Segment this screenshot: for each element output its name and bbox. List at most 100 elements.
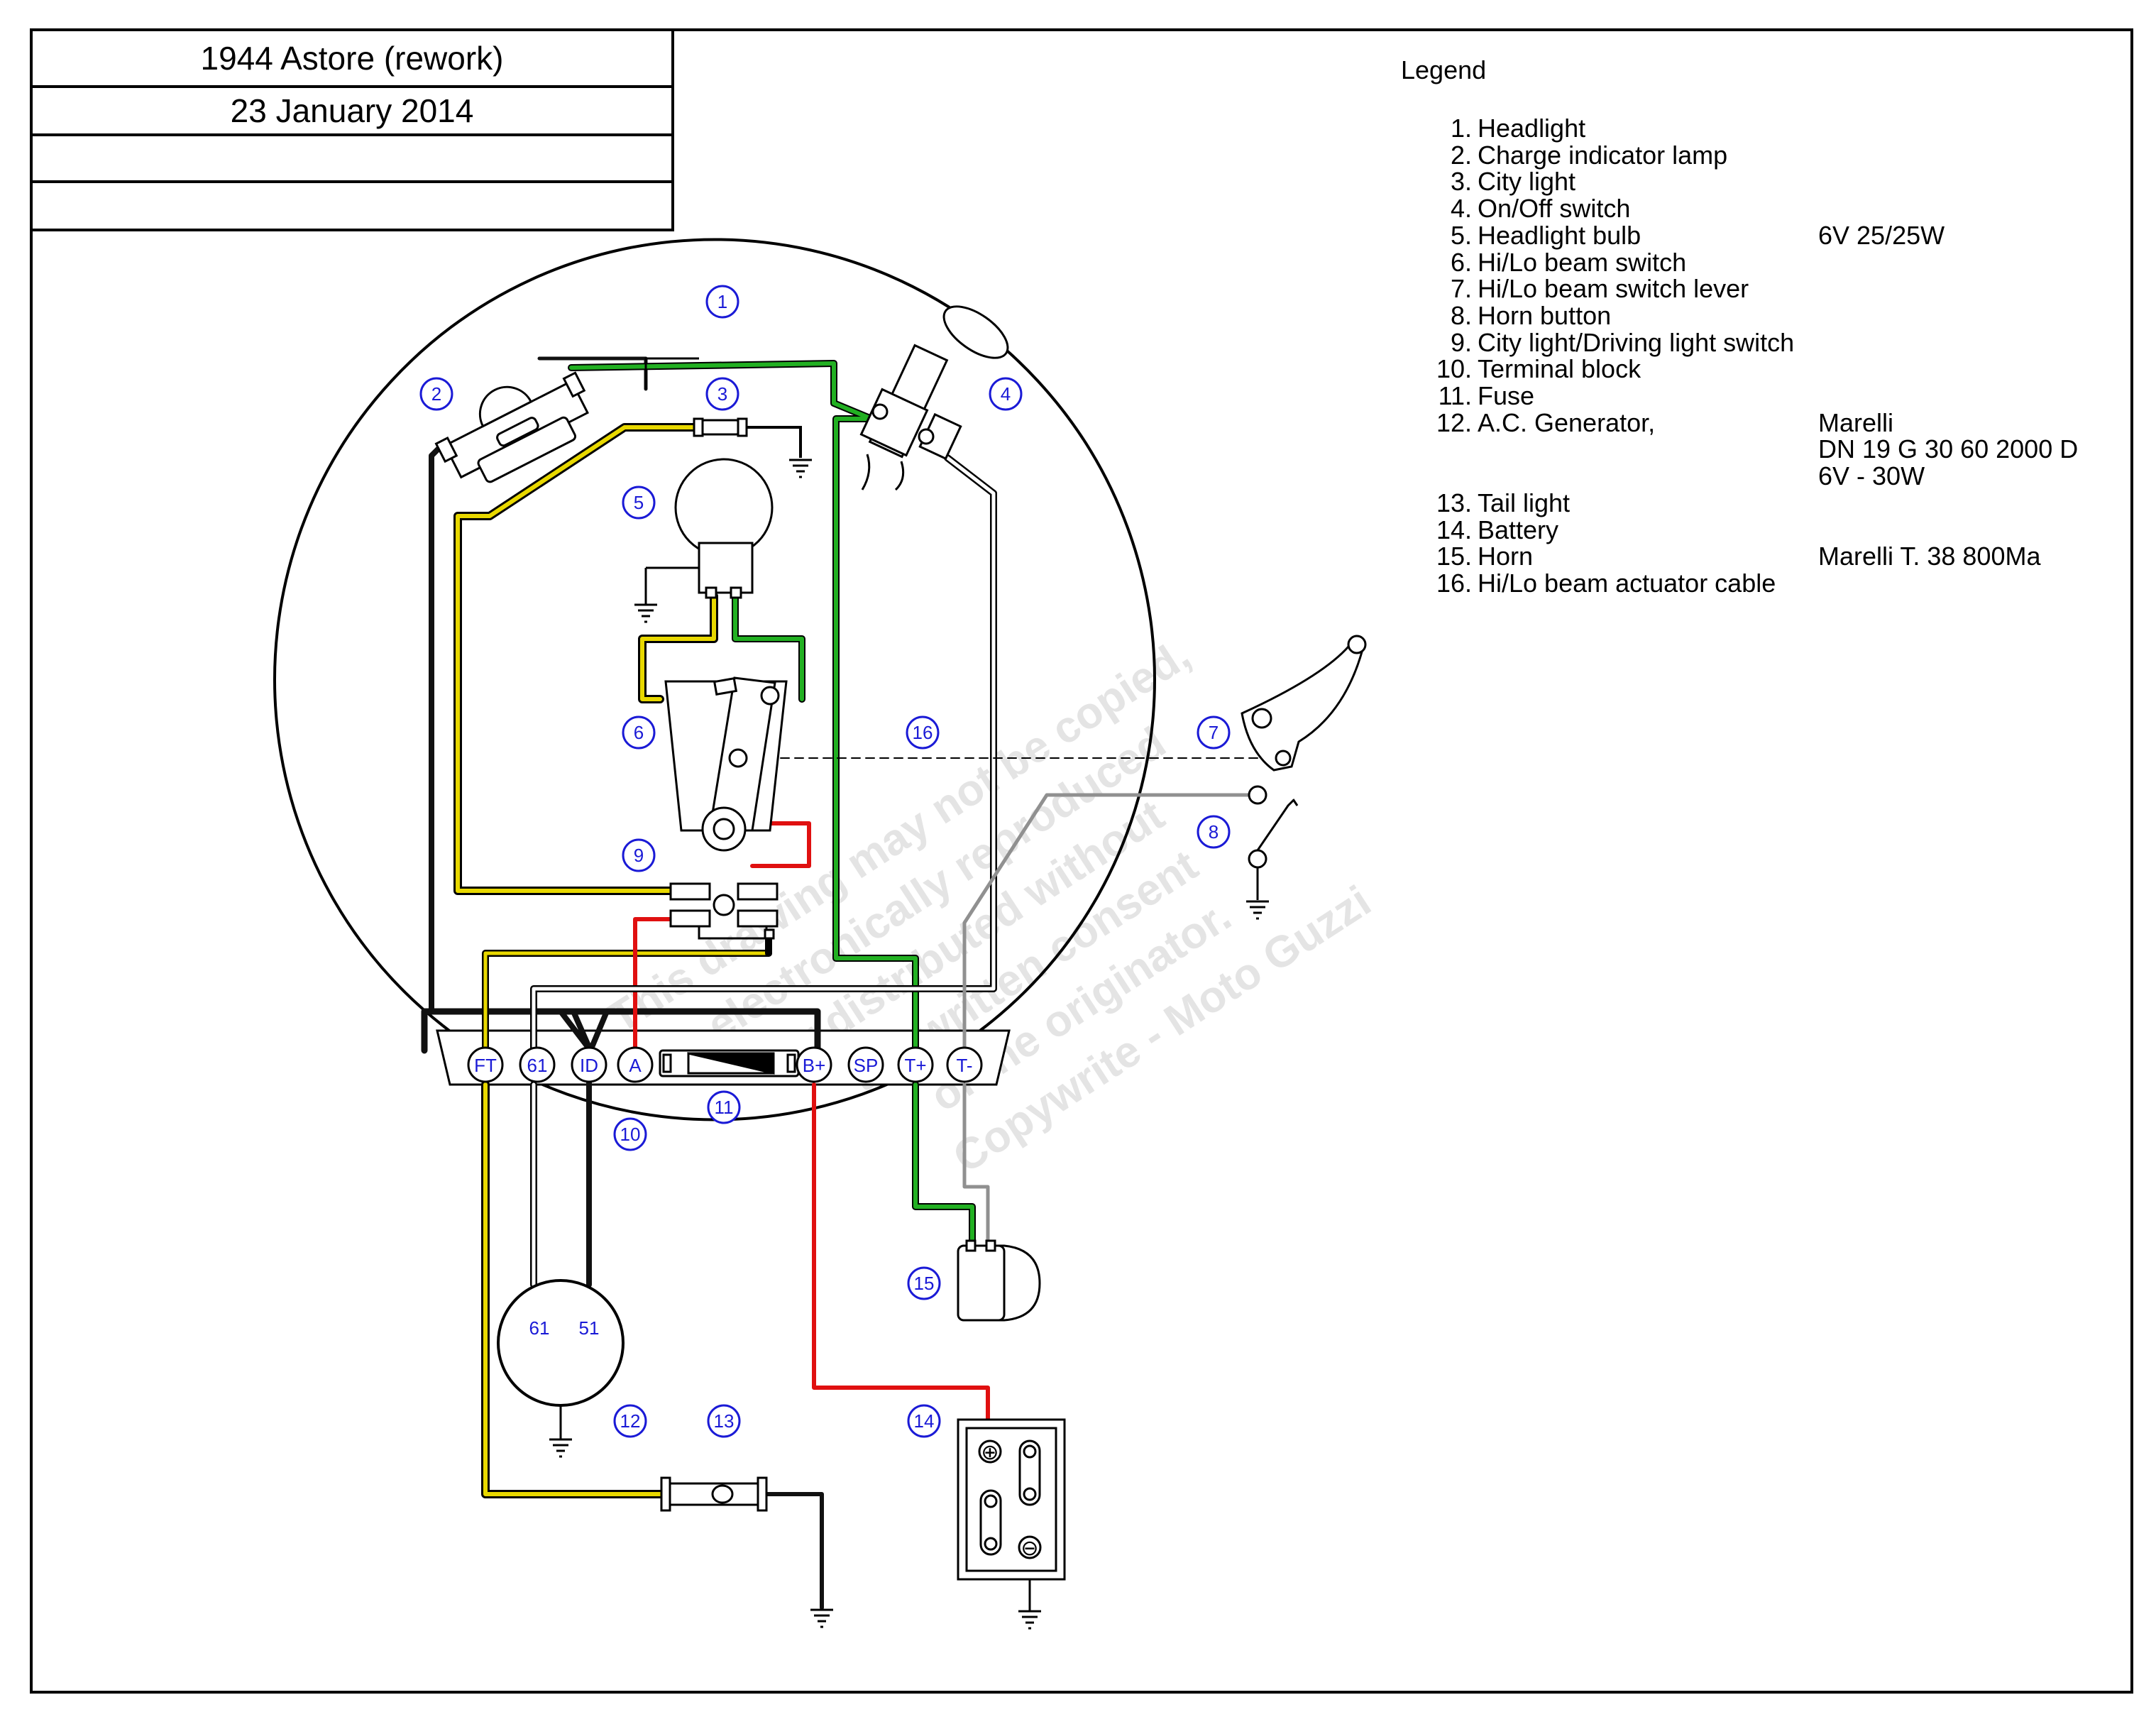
ac-generator: 61 51 [497,1279,625,1458]
terminal-tplus-label: T+ [904,1055,926,1076]
generator-terminal-51: 51 [579,1317,600,1339]
callout-14-label: 14 [914,1410,935,1432]
legend-item-label: Hi/Lo beam switch lever [1478,274,1749,304]
legend-item-label: Horn button [1478,300,1612,330]
hi-lo-beam-switch [664,676,788,852]
on-off-switch [859,305,1009,491]
callout-3 [705,377,739,411]
horn [957,1239,1041,1322]
legend-item-number: 4. [1450,194,1472,224]
terminals: FT 61 ID A B+ SP T+ T- [467,1046,983,1083]
legend-item-label: Battery [1478,515,1559,544]
legend-item-label: Tail light [1478,488,1571,517]
ground-symbol [634,566,699,623]
legend-item-label: City light/Driving light switch [1478,327,1795,357]
legend-item-spec: DN 19 G 30 60 2000 D [1818,434,2079,464]
legend-item-number: 8. [1450,300,1472,330]
terminal-tplus [897,1046,934,1083]
battery: ⊕ ⊖ [957,1418,1066,1630]
legend-title: Legend [1401,55,1487,84]
charge-indicator-lamp [434,371,589,483]
ground-symbol [549,1405,572,1458]
legend-item-label: Hi/Lo beam switch [1478,247,1687,277]
drawing-frame [30,28,2133,1694]
diagram-date: 23 January 2014 [230,92,474,129]
terminal-bplus [796,1046,832,1083]
legend-item-number: 1. [1450,114,1472,143]
terminal-sp-label: SP [854,1055,879,1076]
legend-item-label: Charge indicator lamp [1478,140,1728,170]
terminal-id [571,1046,607,1083]
callout-8-label: 8 [1209,821,1219,843]
legend-item-label: Horn [1478,542,1534,571]
callout-10 [613,1117,647,1151]
battery-plus: ⊕ [981,1441,999,1464]
terminal-tminus-label: T- [956,1055,972,1076]
legend-item-number: 6. [1450,247,1472,277]
legend-item-spec: 6V - 30W [1818,461,1925,491]
legend-item-label: Terminal block [1478,354,1641,384]
blank-row-3 [33,136,671,183]
wire-grey [530,454,1251,1288]
callout-7 [1197,715,1231,750]
callout-13 [707,1404,741,1438]
callout-1 [705,285,739,319]
legend-item-number: 16. [1436,568,1472,598]
wire-red [633,821,990,1436]
callout-9-label: 9 [634,845,644,866]
battery-minus: ⊖ [1021,1537,1038,1560]
hi-lo-beam-lever [1241,635,1367,772]
legend-item-number: 9. [1450,327,1472,357]
callout-12-label: 12 [620,1410,641,1432]
legend-item-label: City light [1478,167,1576,197]
callout-2 [419,377,453,411]
ground-symbol [1018,1579,1041,1630]
legend-item-label: Hi/Lo beam actuator cable [1478,568,1776,598]
callout-15-label: 15 [914,1273,935,1294]
callout-9 [622,838,656,872]
legend-item-number: 5. [1450,220,1472,250]
legend-item-label: Headlight [1478,114,1586,143]
legend-item-label: On/Off switch [1478,194,1631,224]
legend-item-number: 7. [1450,274,1472,304]
legend-item-spec: 6V 25/25W [1818,220,1945,250]
city-light [693,417,812,478]
horn-button [1246,785,1299,920]
callout-13-label: 13 [714,1410,735,1432]
date-row: 23 January 2014 [33,88,671,136]
callout-5 [622,486,656,520]
callout-3-label: 3 [717,383,727,405]
callout-6-label: 6 [634,722,644,743]
ground-symbol [810,1608,833,1628]
legend-item-label: Headlight bulb [1478,220,1641,250]
callout-12 [613,1404,647,1438]
legend-item-label: A.C. Generator, [1478,407,1656,437]
terminal-ft [467,1046,504,1083]
city-driving-light-switch [669,882,779,940]
terminal-id-label: ID [580,1055,598,1076]
callout-2-label: 2 [431,383,441,405]
legend-item-number: 14. [1436,515,1472,544]
callout-11 [707,1090,741,1124]
callout-14 [907,1404,941,1438]
terminal-a [617,1046,654,1083]
callout-16 [906,715,940,750]
legend-item-number: 10. [1436,354,1472,384]
tail-light [660,1476,833,1628]
legend-item-spec: Marelli T. 38 800Ma [1818,542,2041,571]
generator-terminal-61: 61 [529,1317,550,1339]
callout-4 [989,377,1023,411]
callout-4-label: 4 [1001,383,1011,405]
callout-10-label: 10 [620,1124,641,1145]
callouts: 1 2 3 4 5 6 7 8 9 10 11 12 13 14 15 16 [419,285,1231,1438]
legend-item-number: 11. [1438,381,1472,410]
callout-7-label: 7 [1209,722,1219,743]
legend-item-number: 3. [1450,167,1472,197]
terminal-61 [519,1046,556,1083]
wire-green [568,360,976,1253]
callout-16-label: 16 [913,722,933,743]
terminal-a-label: A [629,1055,642,1076]
ground-symbol [789,459,812,478]
legend-item-label: Fuse [1478,381,1535,410]
